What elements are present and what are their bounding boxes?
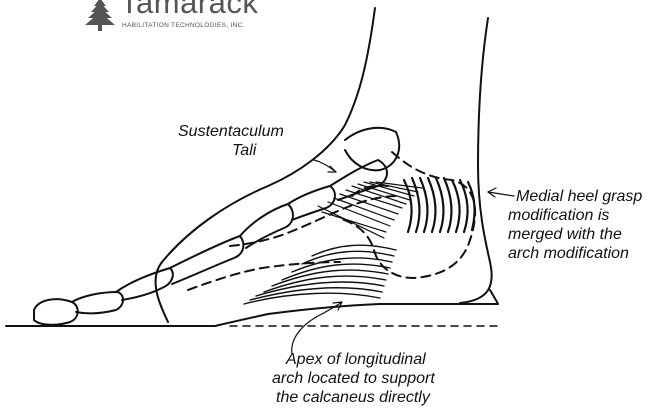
sustentaculum-line-2: Tali: [178, 141, 284, 160]
apex-line-2: arch located to support: [272, 369, 435, 388]
cuneiform: [288, 186, 335, 220]
apex-line-1: Apex of longitudinal: [272, 350, 435, 369]
sustentaculum-label: Sustentaculum Tali: [178, 122, 284, 160]
heel-grasp-label: Medial heel grasp modification is merged…: [516, 187, 642, 263]
floor-line: [6, 304, 498, 326]
heel-back-outline: [460, 18, 492, 303]
talus: [345, 128, 399, 170]
toe-phalanx-3: [116, 268, 173, 300]
dashed-calcaneus: [338, 152, 475, 278]
metatarsal-1: [170, 236, 243, 284]
dashed-metatarsal-lower: [188, 262, 340, 290]
shoe-heel-edge: [490, 290, 498, 304]
toe-phalanx-2: [72, 292, 123, 313]
heel-grasp-line-2: modification is: [508, 206, 642, 225]
heel-grasp-line-4: arch modification: [508, 244, 642, 263]
heel-grasp-line-3: merged with the: [508, 225, 642, 244]
toe-phalanx-1: [34, 299, 78, 325]
sustentaculum-line-1: Sustentaculum: [178, 122, 284, 141]
apex-label: Apex of longitudinal arch located to sup…: [272, 350, 435, 407]
heel-grasp-line-1: Medial heel grasp: [516, 187, 642, 206]
leg-front-outline: [156, 8, 375, 322]
apex-line-3: the calcaneus directly: [272, 388, 435, 407]
metatarsal-2: [240, 204, 293, 248]
sustentaculum-leader: [314, 160, 336, 172]
